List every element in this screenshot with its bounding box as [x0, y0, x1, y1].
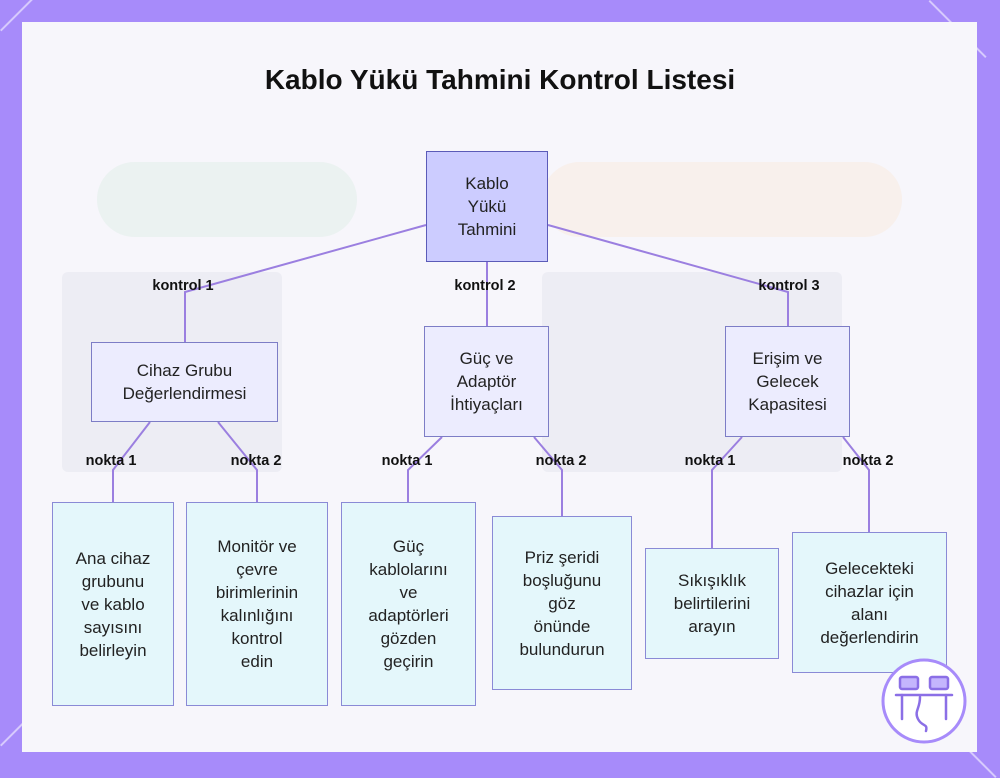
edge-a-a1 — [112, 421, 151, 502]
edge-label-kontrol-2: kontrol 2 — [454, 278, 516, 294]
edge-a-a2 — [217, 421, 258, 502]
edge-label-kontrol-1: kontrol 1 — [152, 278, 214, 294]
edge-label-c1: nokta 1 — [684, 453, 736, 469]
page-title: Kablo Yükü Tahmini Kontrol Listesi — [264, 64, 736, 95]
background-pill — [542, 162, 902, 237]
edge-b-b2 — [533, 436, 563, 516]
edge-b-b1 — [407, 436, 443, 502]
background-pill — [97, 162, 357, 237]
edge-label-kontrol-3: kontrol 3 — [758, 278, 820, 294]
edge-label-a2: nokta 2 — [230, 453, 282, 469]
edge-root-c — [547, 224, 789, 326]
edge-c-c1 — [711, 436, 743, 548]
brand-logo-icon — [881, 658, 967, 744]
edge-label-c2: nokta 2 — [842, 453, 894, 469]
edge-c-c2 — [842, 436, 870, 532]
edge-label-b2: nokta 2 — [535, 453, 587, 469]
edge-root-a — [184, 224, 427, 342]
edge-label-b1: nokta 1 — [381, 453, 433, 469]
edge-label-a1: nokta 1 — [85, 453, 137, 469]
